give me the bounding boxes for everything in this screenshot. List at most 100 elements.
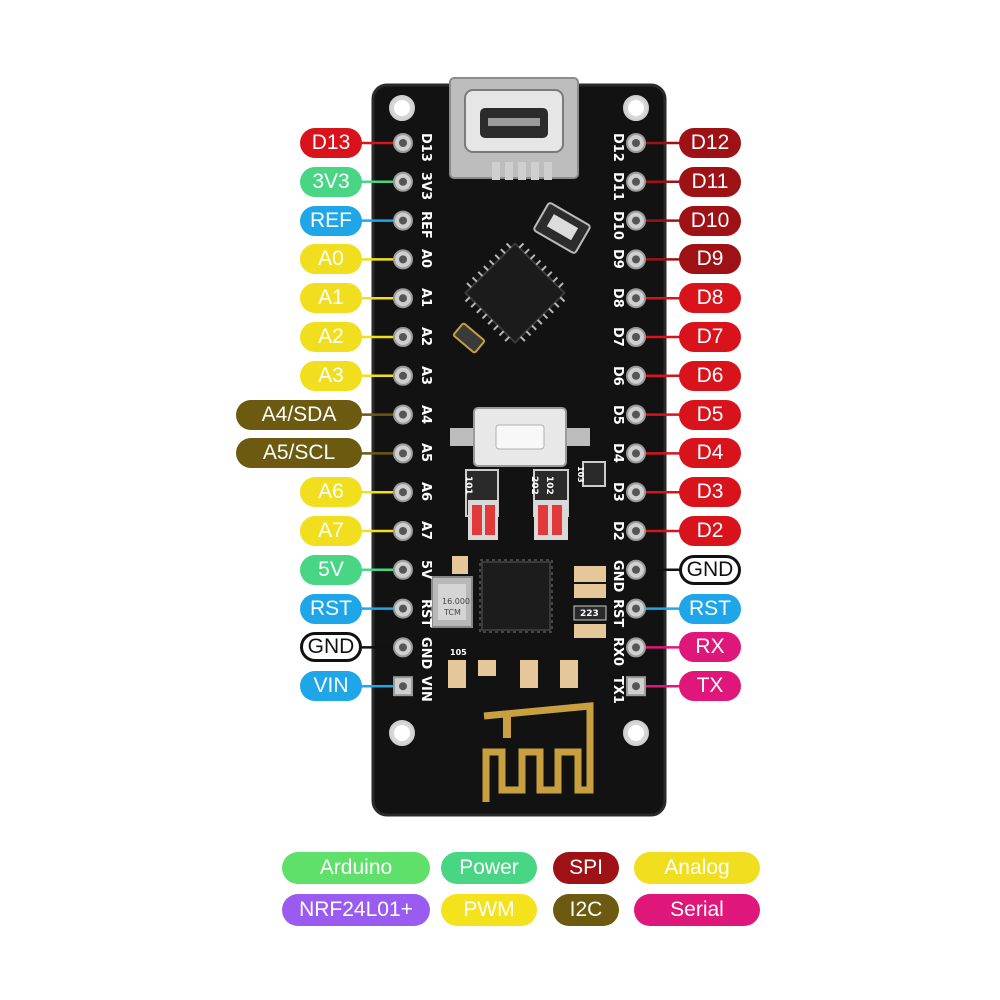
crystal: [431, 576, 473, 628]
pin-hole-left-a4-drill: [399, 410, 407, 419]
silk-left-a3: A3: [418, 365, 433, 385]
silk-right-d11: D11: [610, 171, 625, 201]
legend-power: Power: [441, 852, 537, 884]
silk-left-a2: A2: [418, 327, 433, 347]
pin-label-right-d5: D5: [679, 399, 741, 430]
silk-right-d4: D4: [610, 443, 625, 464]
silk-right-rst: RST: [610, 598, 625, 627]
resistor-101-marking: 101: [463, 476, 473, 495]
pin-hole-right-d12-drill: [632, 139, 640, 147]
silk-left-a5: A5: [418, 443, 433, 463]
resistor-103: [582, 461, 606, 487]
pin-label-right-d6: D6: [679, 360, 741, 391]
antenna-feed: [503, 716, 511, 738]
pin-label-right-d8: D8: [679, 283, 741, 314]
pin-hole-left-5v-drill: [399, 565, 407, 574]
pin-label-right-d12: D12: [679, 128, 741, 158]
pin-hole-right-d6-drill: [632, 371, 640, 380]
pin-hole-right-d10-drill: [632, 216, 640, 225]
capacitor: [520, 660, 538, 688]
pin-label-right-d4: D4: [679, 438, 741, 469]
pin-hole-right-gnd-drill: [632, 565, 640, 574]
legend-serial: Serial: [634, 894, 760, 926]
mounting-hole: [394, 725, 410, 741]
pin-label-right-rx: RX: [679, 632, 741, 663]
silk-right-d7: D7: [610, 327, 625, 347]
pin-hole-right-d11-drill: [632, 177, 640, 186]
pin-leader-lines: [358, 141, 683, 688]
silk-left-a6: A6: [418, 482, 433, 502]
pin-hole-right-d8-drill: [632, 294, 640, 303]
silk-left-gnd: GND: [418, 637, 433, 670]
pin-hole-right-rx0-drill: [632, 643, 640, 652]
pin-hole-right-d3-drill: [632, 488, 640, 497]
pin-label-ref: REF: [300, 205, 362, 236]
silk-left-rst: RST: [418, 598, 433, 627]
pin-hole-left-ref-drill: [399, 216, 407, 225]
resistor-103-marking: 103: [576, 466, 585, 483]
silk-left-vin: VIN: [418, 676, 433, 702]
pin-label-a4-sda: A4/SDA: [236, 399, 362, 430]
resistor-102-marking: 102: [544, 476, 554, 495]
mounting-holes: [389, 95, 649, 746]
pin-label-d13: D13: [300, 128, 362, 158]
nrf-chip: [479, 559, 553, 633]
pin-label-right-d9: D9: [679, 244, 741, 275]
pin-hole-left-a6-drill: [399, 488, 407, 497]
pin-label-right-rst: RST: [679, 593, 741, 624]
pin-label-a7: A7: [300, 516, 362, 546]
silk-right-d9: D9: [610, 249, 625, 270]
silk-right-tx1: TX1: [610, 676, 625, 705]
pin-label-a2: A2: [300, 322, 362, 352]
pin-label-gnd: GND: [300, 632, 362, 663]
pin-hole-left-a1-drill: [399, 294, 407, 303]
capacitor: [478, 660, 496, 676]
pin-hole-left-a7-drill: [399, 527, 407, 535]
capacitor: [560, 660, 578, 688]
silk-right-d3: D3: [610, 482, 625, 503]
pin-headers: [393, 133, 646, 697]
pin-label-right-d11: D11: [679, 166, 741, 197]
silk-left-a4: A4: [418, 404, 433, 424]
silk-right-d8: D8: [610, 288, 625, 309]
pin-hole-right-d5-drill: [632, 410, 640, 419]
pin-hole-right-d4-drill: [632, 449, 640, 458]
pin-label-a6: A6: [300, 477, 362, 508]
pin-label-3v3: 3V3: [300, 166, 362, 197]
cap-105-marking: 105: [450, 648, 467, 657]
pin-label-right-d2: D2: [679, 516, 741, 546]
legend-spi: SPI: [553, 852, 619, 884]
pin-label-vin: VIN: [300, 671, 362, 702]
pin-hole-right-d2-drill: [632, 527, 640, 535]
resistor-223: [573, 605, 607, 621]
capacitor: [452, 322, 486, 354]
pin-hole-left-a3-drill: [399, 371, 407, 380]
silk-right-d10: D10: [610, 210, 625, 240]
crystal-marking-2: TCM: [444, 608, 461, 617]
pcb-antenna: [482, 702, 594, 802]
reset-button[interactable]: [450, 407, 590, 467]
silk-left-5v: 5V: [418, 559, 433, 579]
pin-label-a3: A3: [300, 360, 362, 391]
capacitor-small: [452, 556, 468, 574]
mounting-hole: [628, 725, 644, 741]
pin-hole-right-rst-drill: [632, 604, 640, 613]
pin-hole-left-a2-drill: [399, 333, 407, 341]
pin-label-right-tx: TX: [679, 671, 741, 702]
capacitor: [574, 584, 606, 598]
silk-right-d5: D5: [610, 404, 625, 425]
pin-label-right-d10: D10: [679, 205, 741, 236]
silk-right-gnd: GND: [610, 559, 625, 593]
pin-label-a0: A0: [300, 244, 362, 275]
silk-right-d6: D6: [610, 365, 625, 386]
silk-left-d13: D13: [418, 133, 433, 162]
pin-hole-left-rst-drill: [399, 604, 407, 613]
crystal-marking: 16.000: [442, 597, 470, 606]
silk-right-d2: D2: [610, 521, 625, 541]
pin-hole-right-d9-drill: [632, 255, 640, 264]
silk-left-3v3: 3V3: [418, 171, 433, 200]
pin-hole-right-d7-drill: [632, 333, 640, 341]
pin-hole-left-d13-drill: [399, 139, 407, 147]
